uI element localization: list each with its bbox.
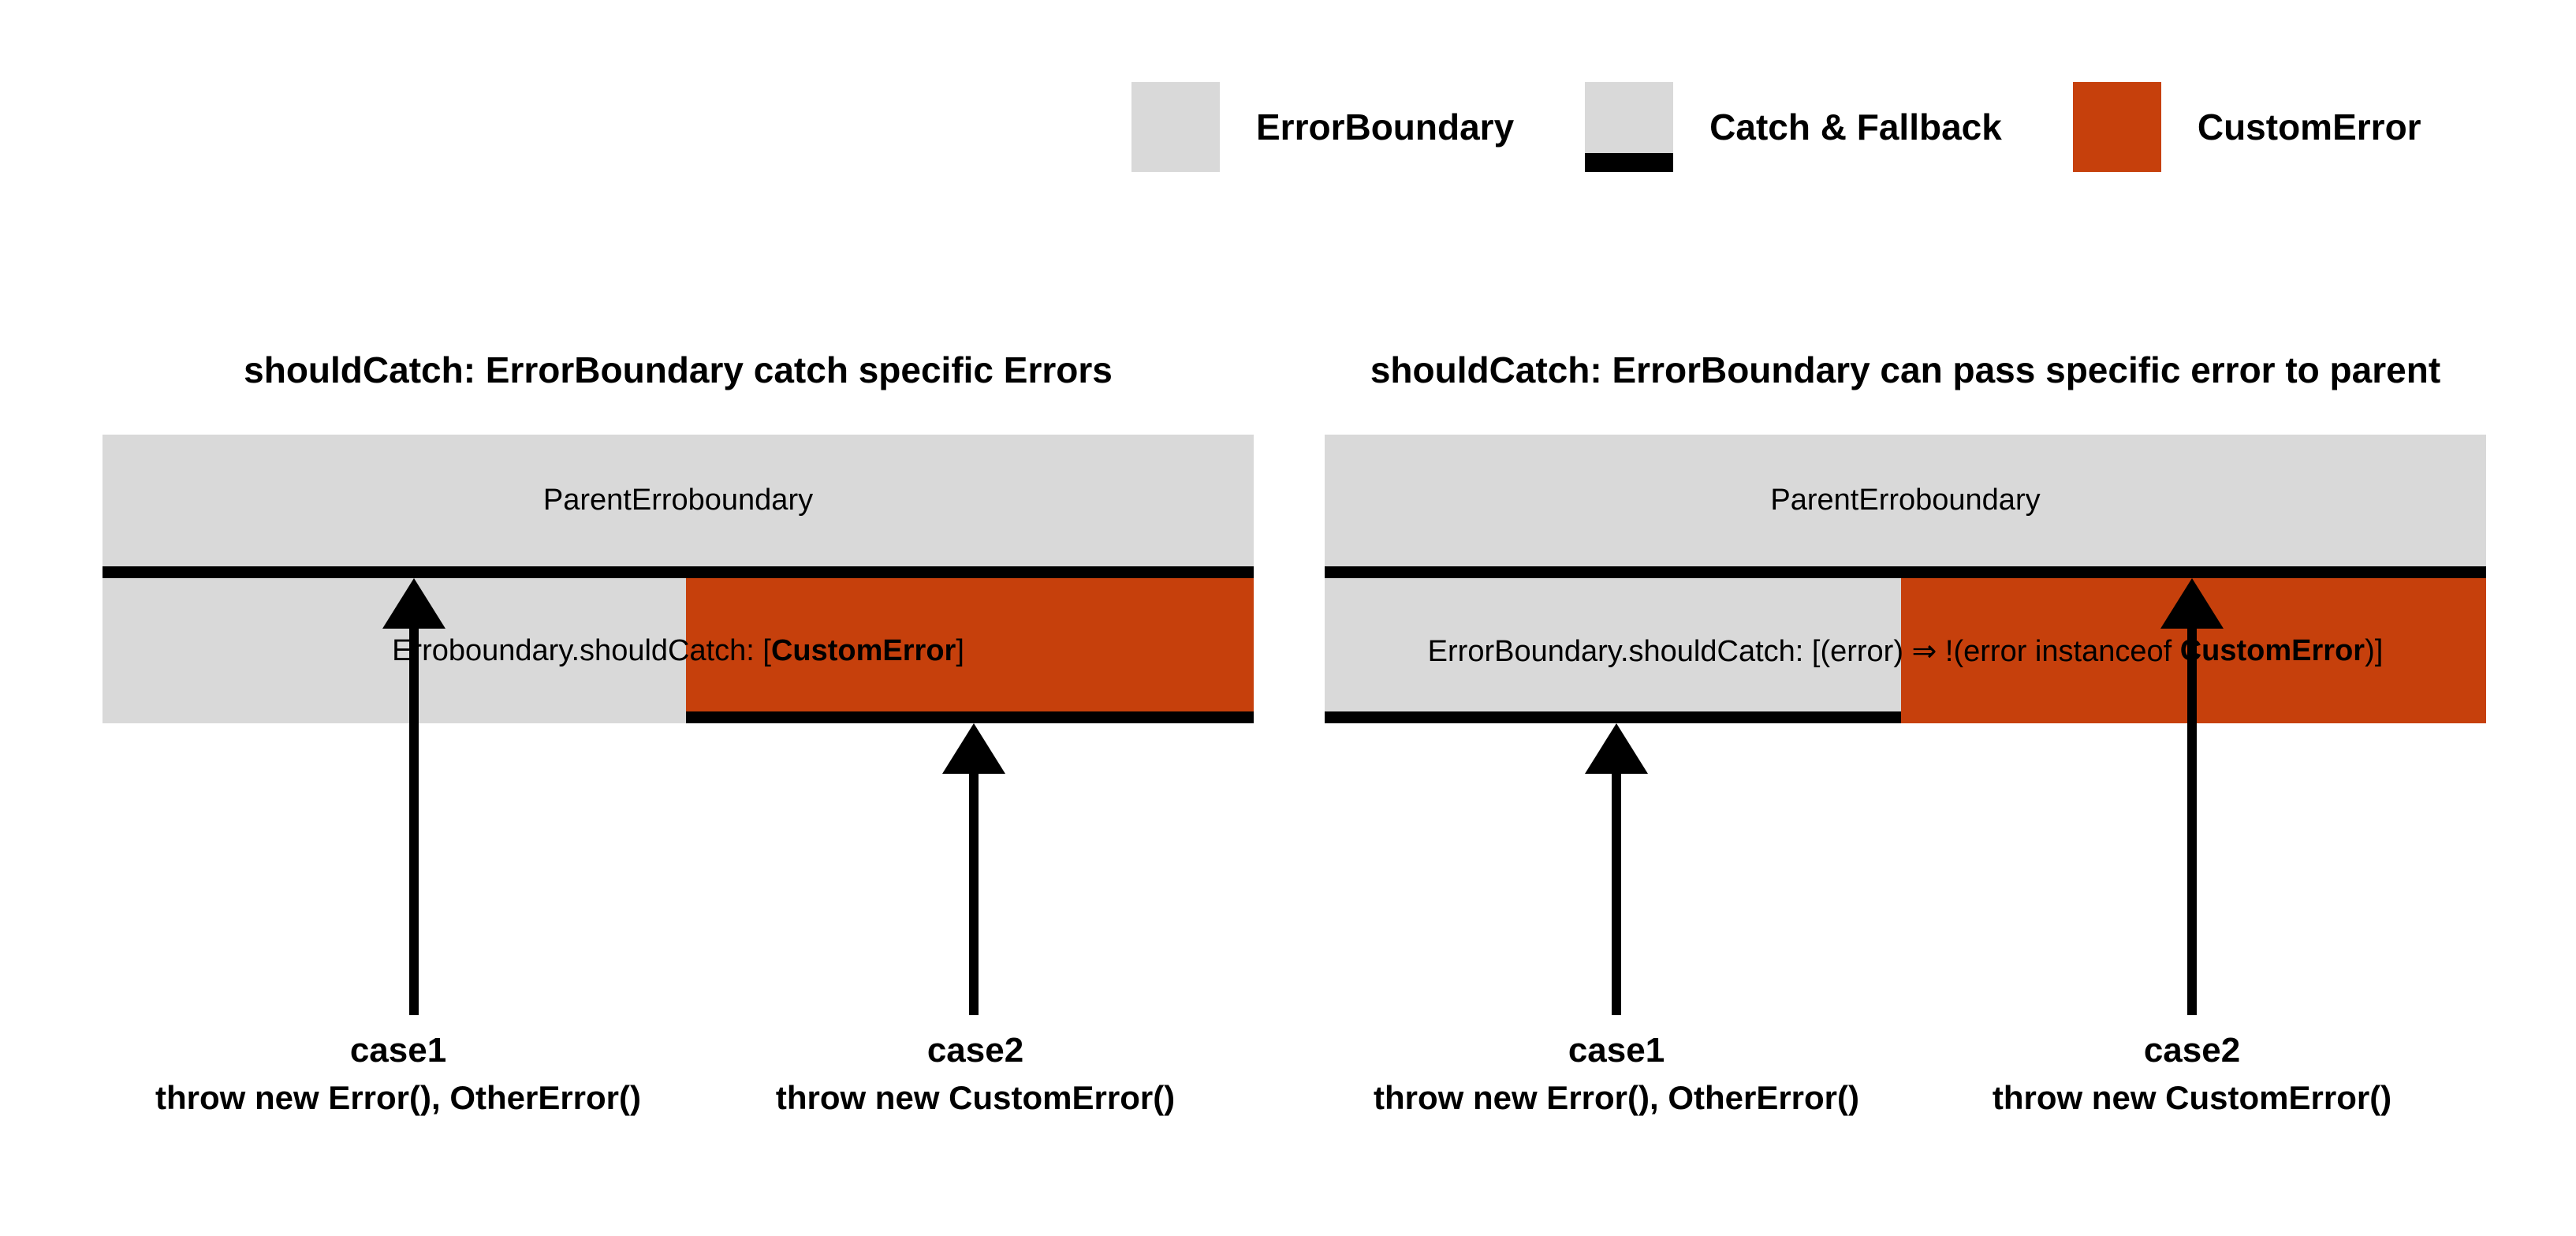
- child-label-bold: CustomError: [2179, 633, 2365, 667]
- case-code: throw new CustomError(): [1992, 1079, 2392, 1116]
- diagram1-child-boundary-label: Erroboundary.shouldCatch: [CustomError]: [103, 578, 1254, 723]
- errorboundary-swatch: [1131, 82, 1220, 172]
- diagram2-case2-arrow-shaft: [2187, 627, 2197, 1015]
- diagram1-child-boundary-bar: Erroboundary.shouldCatch: [CustomError]: [103, 578, 1254, 723]
- child-label-suffix: )]: [2365, 633, 2384, 667]
- diagram1-case1-label: case1 throw new Error(), OtherError(): [99, 1031, 698, 1118]
- catch-fallback-swatch: [1585, 82, 1674, 172]
- diagram2-case1-label: case1 throw new Error(), OtherError(): [1317, 1031, 1916, 1118]
- legend-label: CustomError: [2197, 106, 2421, 147]
- diagram2-case1-arrow-shaft: [1612, 772, 1621, 1015]
- diagram2-case2-label: case2 throw new CustomError(): [1916, 1031, 2468, 1118]
- child-label-prefix: ErrorBoundary.shouldCatch: [(error) ⇒ !(…: [1427, 634, 2180, 668]
- case-code: throw new Error(), OtherError(): [1373, 1079, 1860, 1116]
- case-name: case1: [349, 1031, 447, 1070]
- legend-label: ErrorBoundary: [1256, 106, 1515, 147]
- case-name: case1: [1568, 1031, 1665, 1070]
- diagram1-title: shouldCatch: ErrorBoundary catch specifi…: [244, 349, 1113, 390]
- diagram1-case2-arrow-shaft: [969, 772, 979, 1015]
- case-code: throw new CustomError(): [775, 1079, 1176, 1116]
- customerror-swatch: [2072, 82, 2161, 172]
- diagram1-case1-arrow-shaft: [409, 627, 419, 1015]
- case-code: throw new Error(), OtherError(): [155, 1079, 642, 1116]
- diagram2-parent-boundary-bar: ParentErroboundary: [1325, 435, 2486, 578]
- child-label-bold: CustomError: [770, 633, 956, 667]
- diagram2-child-catch-section: [1325, 578, 1901, 723]
- diagram2-case1-arrow-head: [1585, 723, 1648, 774]
- child-label-suffix: ]: [956, 633, 964, 667]
- child-label-prefix: Erroboundary.shouldCatch: [: [392, 633, 771, 667]
- diagram2-parent-boundary-label: ParentErroboundary: [1770, 484, 2041, 517]
- diagram2-child-boundary-label: ErrorBoundary.shouldCatch: [(error) ⇒ !(…: [1325, 578, 2486, 723]
- diagram1-child-catch-section: [686, 578, 1254, 723]
- case-name: case2: [926, 1031, 1024, 1070]
- legend-label: Catch & Fallback: [1709, 106, 2002, 147]
- diagram2-child-boundary-bar: ErrorBoundary.shouldCatch: [(error) ⇒ !(…: [1325, 578, 2486, 723]
- diagram2-case2-arrow-head: [2160, 578, 2224, 629]
- legend-item-catch-fallback: Catch & Fallback: [1585, 82, 2002, 172]
- legend: ErrorBoundary Catch & Fallback CustomErr…: [1131, 82, 2421, 172]
- diagram2-title: shouldCatch: ErrorBoundary can pass spec…: [1370, 349, 2441, 390]
- diagram1-case2-label: case2 throw new CustomError(): [699, 1031, 1251, 1118]
- case-name: case2: [2143, 1031, 2241, 1070]
- diagram1-parent-boundary-bar: ParentErroboundary: [103, 435, 1254, 578]
- diagram1-parent-boundary-label: ParentErroboundary: [542, 484, 814, 517]
- legend-item-customerror: CustomError: [2072, 82, 2421, 172]
- diagram1-case2-arrow-head: [942, 723, 1005, 774]
- diagram1-case1-arrow-head: [382, 578, 445, 629]
- legend-item-errorboundary: ErrorBoundary: [1131, 82, 1514, 172]
